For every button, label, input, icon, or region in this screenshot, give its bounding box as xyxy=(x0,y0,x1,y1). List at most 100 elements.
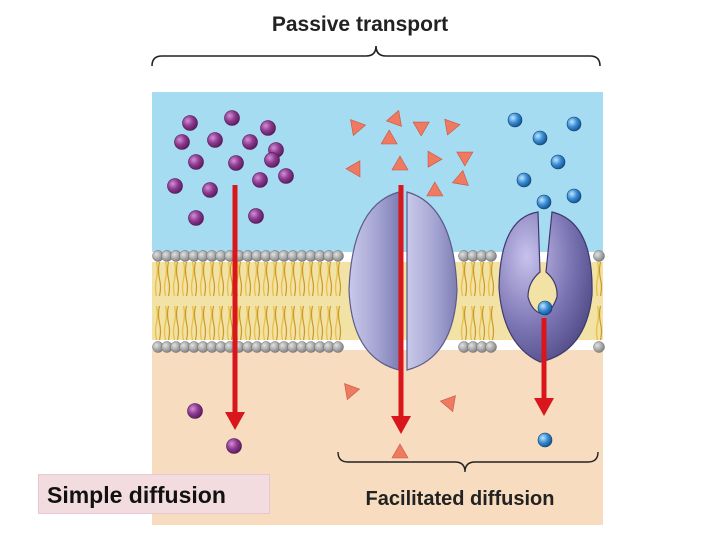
lipid-tail xyxy=(337,261,342,297)
triangle-solute-icon xyxy=(451,169,469,186)
lipid-tail xyxy=(274,305,279,341)
lipid-tail xyxy=(487,261,492,297)
lipid-tail xyxy=(301,305,306,341)
lipid-tail xyxy=(490,305,495,341)
lipid-head xyxy=(593,341,605,353)
lipid-tail xyxy=(598,261,603,297)
lipid-tail xyxy=(193,305,198,341)
blue-solute-icon xyxy=(550,154,566,170)
lipid-tail xyxy=(244,305,249,341)
lipid-tail xyxy=(181,305,186,341)
blue-solute-icon xyxy=(537,300,553,316)
lipid-tail xyxy=(190,305,195,341)
top-bracket xyxy=(151,45,601,67)
lipid-tail xyxy=(481,261,486,297)
lipid-tail xyxy=(256,305,261,341)
lipid-tail xyxy=(157,261,162,297)
blue-solute-icon xyxy=(536,194,552,210)
channel-protein-icon xyxy=(348,191,458,371)
lipid-tail xyxy=(238,305,243,341)
lipid-tail xyxy=(595,261,600,297)
lipid-tail xyxy=(337,305,342,341)
lipid-head xyxy=(485,250,497,262)
lipid-tail xyxy=(463,305,468,341)
lipid-tail xyxy=(163,261,168,297)
lipid-tail xyxy=(184,261,189,297)
lipid-tail xyxy=(316,305,321,341)
lipid-tail xyxy=(190,261,195,297)
diffusion-arrow-icon xyxy=(225,412,245,430)
carrier-protein-icon xyxy=(498,211,593,363)
lipid-tail xyxy=(301,261,306,297)
purple-solute-icon xyxy=(248,208,264,224)
lipid-tail xyxy=(472,305,477,341)
lipid-tail xyxy=(307,261,312,297)
lipid-tail xyxy=(229,261,234,297)
lipid-tail xyxy=(226,305,231,341)
purple-solute-icon xyxy=(278,168,294,184)
lipid-tail xyxy=(244,261,249,297)
lipid-tail xyxy=(202,261,207,297)
purple-solute-icon xyxy=(202,182,218,198)
lipid-tail xyxy=(262,261,267,297)
purple-solute-icon xyxy=(207,132,223,148)
lipid-head xyxy=(485,341,497,353)
lipid-tail xyxy=(298,261,303,297)
lipid-tail xyxy=(271,261,276,297)
purple-solute-icon xyxy=(224,110,240,126)
purple-solute-icon xyxy=(260,120,276,136)
triangle-solute-icon xyxy=(426,181,444,197)
triangle-solute-icon xyxy=(412,121,430,137)
purple-solute-icon xyxy=(242,134,258,150)
lipid-tail xyxy=(319,261,324,297)
triangle-solute-icon xyxy=(380,129,398,145)
purple-solute-icon xyxy=(187,403,203,419)
triangle-solute-icon xyxy=(391,155,409,171)
diffusion-arrow-icon xyxy=(391,416,411,434)
lipid-tail xyxy=(253,305,258,341)
lipid-tail xyxy=(472,261,477,297)
blue-solute-icon xyxy=(507,112,523,128)
lipid-tail xyxy=(208,261,213,297)
lipid-tail xyxy=(325,305,330,341)
purple-solute-icon xyxy=(167,178,183,194)
lipid-tail xyxy=(220,305,225,341)
lipid-tail xyxy=(490,261,495,297)
lipid-tail xyxy=(292,305,297,341)
lipid-head xyxy=(593,250,605,262)
lipid-tail xyxy=(469,261,474,297)
lipid-tail xyxy=(211,305,216,341)
lipid-tail xyxy=(319,305,324,341)
lipid-tail xyxy=(265,305,270,341)
lipid-tail xyxy=(157,305,162,341)
triangle-solute-icon xyxy=(444,118,461,136)
lipid-tail xyxy=(334,261,339,297)
triangle-solute-icon xyxy=(391,443,409,459)
blue-solute-icon xyxy=(537,432,553,448)
diffusion-arrow-icon xyxy=(534,398,554,416)
lipid-tail xyxy=(460,305,465,341)
lipid-tail xyxy=(220,261,225,297)
lipid-tail xyxy=(166,261,171,297)
lipid-tail xyxy=(199,305,204,341)
lipid-tail xyxy=(292,261,297,297)
lipid-tail xyxy=(274,261,279,297)
lipid-tail xyxy=(238,261,243,297)
triangle-solute-icon xyxy=(350,119,367,137)
lipid-tail xyxy=(463,261,468,297)
lipid-tail xyxy=(283,305,288,341)
lipid-tail xyxy=(226,261,231,297)
blue-solute-icon xyxy=(566,188,582,204)
lipid-tail xyxy=(211,261,216,297)
lipid-tail xyxy=(598,305,603,341)
lipid-tail xyxy=(478,261,483,297)
lipid-tail xyxy=(202,305,207,341)
triangle-solute-icon xyxy=(345,160,361,178)
lipid-tail xyxy=(172,261,177,297)
lipid-tail xyxy=(310,261,315,297)
lipid-tail xyxy=(175,261,180,297)
lipid-tail xyxy=(328,261,333,297)
lipid-tail xyxy=(307,305,312,341)
